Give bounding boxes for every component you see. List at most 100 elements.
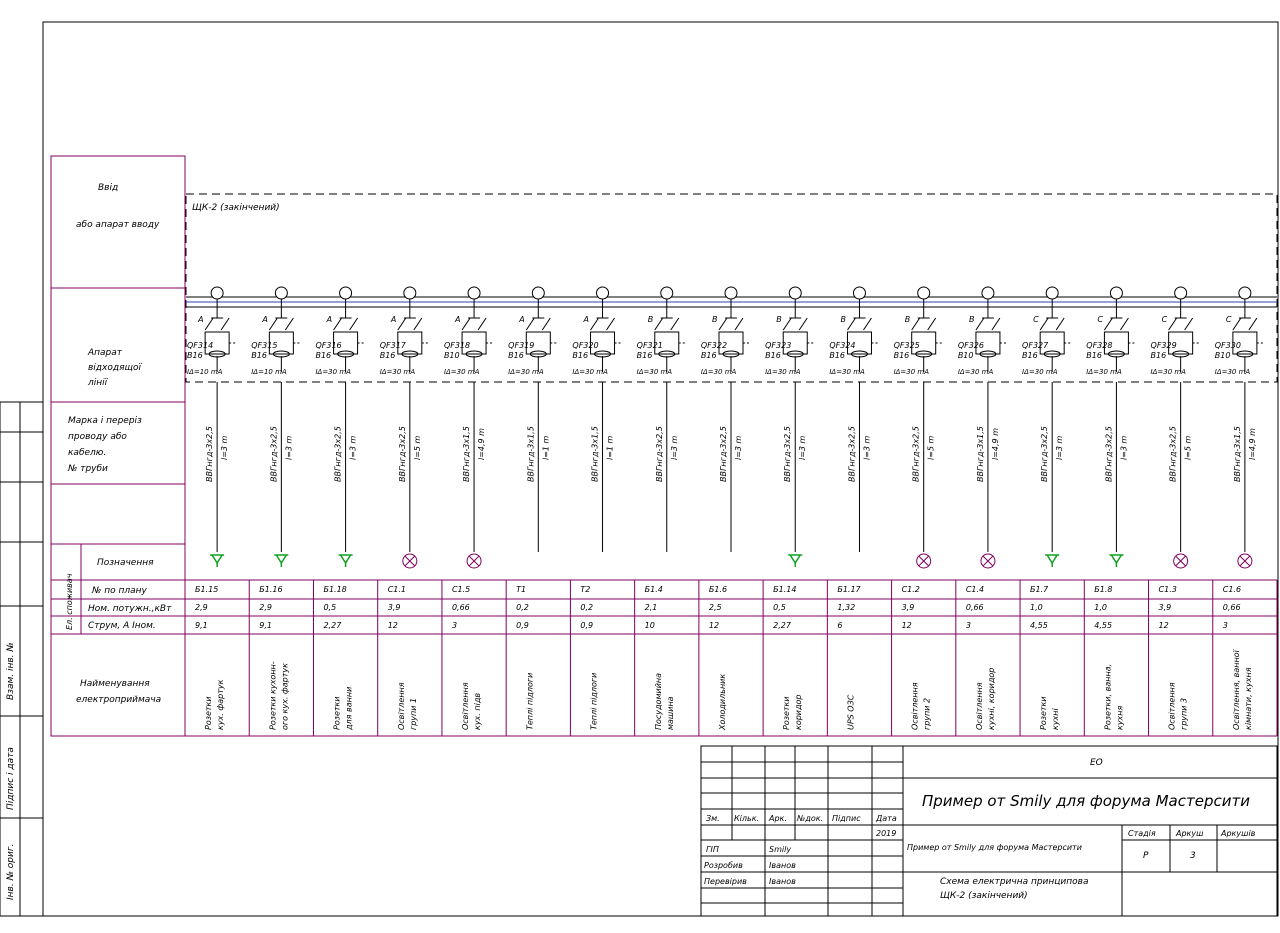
rated-current: 2,27 [323, 621, 342, 630]
lamp-icon-cross-b [1175, 555, 1187, 567]
rated-current: 2,27 [773, 621, 792, 630]
breaker-contact-l [333, 317, 343, 331]
rated-power: 3,9 [388, 603, 401, 612]
breaker-contact-r [863, 317, 872, 331]
breaker-contact-r [991, 317, 1001, 331]
breaker-contact-r [734, 317, 744, 331]
rated-current: 0,9 [580, 621, 593, 630]
breaker-contact-r [1248, 317, 1258, 331]
rated-power: 1,32 [837, 603, 855, 612]
rated-power: 3,9 [902, 603, 915, 612]
cable-mark: ВВГнгд-3х1,5 [462, 426, 471, 482]
breaker-contact-r [284, 317, 294, 331]
breaker-rating: B16 [637, 351, 653, 360]
consumer-name: Освітлення [1168, 682, 1177, 730]
breaker-rating: B10 [958, 351, 974, 360]
bus-terminal [339, 286, 353, 300]
group-table-grid [185, 579, 1278, 737]
lamp-icon [1173, 553, 1189, 569]
breaker-contact-l [1039, 317, 1049, 331]
breaker-id: QF325 [894, 341, 920, 350]
consumer-name: кухні, коридор [987, 668, 996, 730]
rated-power: 0,2 [516, 603, 529, 612]
breaker-contact-r [798, 317, 808, 331]
breaker-type: B [776, 315, 782, 324]
plan-number: Б1.18 [323, 585, 346, 594]
cable-mark: ВВГнгд-3х2,5 [655, 426, 664, 482]
cable-length: l=5 m [927, 435, 936, 460]
lamp-icon-cross-b [982, 555, 994, 567]
breaker-id: QF317 [380, 341, 407, 350]
breaker-type: C [1162, 315, 1168, 324]
stamp-dev-label: Розробив [704, 861, 743, 870]
rated-current: 9,1 [195, 621, 208, 630]
rated-current: 0,9 [516, 621, 529, 630]
bus-terminal [596, 286, 610, 300]
stamp-subtitle: Пример от Smily для форума Мастерсити [907, 843, 1082, 852]
bus-terminal [1109, 286, 1123, 300]
cable-length: l=5 m [413, 435, 422, 460]
panel-label: ЩК-2 (закінчений) [192, 203, 280, 213]
breaker-contact-l [461, 317, 471, 331]
cable-length: l=1 m [541, 435, 550, 460]
cable-mark: ВВГнгд-3х2,5 [719, 426, 728, 482]
rated-current: 4,55 [1030, 621, 1048, 630]
consumer-name: кух. фартук [216, 679, 225, 730]
header-name-2: електроприймача [76, 695, 161, 705]
stamp-gip-name: Smily [769, 845, 791, 854]
cable-length: l=4,9 m [1248, 428, 1257, 460]
stamp-chk-label: Перевірив [704, 877, 747, 886]
breaker-contact-l [911, 317, 921, 331]
header-current: Струм, А Іном. [88, 621, 156, 631]
consumer-name: Холодильник [718, 674, 727, 731]
breaker-rating: B16 [894, 351, 910, 360]
bus-terminal [724, 286, 738, 300]
breaker-contact-r [1055, 317, 1065, 331]
lamp-icon [916, 553, 932, 569]
socket-icon-body [789, 554, 801, 565]
breaker-id: QF315 [251, 341, 277, 350]
consumer-name: групи 2 [923, 698, 932, 730]
consumer-name: Розетки [333, 696, 342, 730]
rated-current: 12 [388, 621, 398, 630]
lamp-icon-cross-b [918, 555, 930, 567]
breaker-rating: B16 [251, 351, 267, 360]
stamp-col-date: Дата [875, 814, 897, 823]
header-input-1: Ввід [98, 183, 118, 193]
rcd-leakage: IΔ=30 mA [765, 368, 801, 376]
rated-power: 1,0 [1094, 603, 1107, 612]
consumer-name: Теплі підлоги [525, 673, 534, 730]
plan-number: С1.2 [902, 585, 920, 594]
rcd-leakage: IΔ=30 mA [572, 368, 608, 376]
consumer-name: Розетки, ванна, [1103, 664, 1112, 730]
stamp-code: ЕО [1090, 758, 1103, 768]
breaker-contact-r [413, 317, 423, 331]
header-cable-2: проводу або [68, 432, 127, 442]
breaker-id: QF319 [508, 341, 534, 350]
margin-label-sign: Підпис і дата [6, 747, 16, 810]
plan-number: С1.1 [388, 585, 406, 594]
consumer-name: групи 3 [1180, 698, 1189, 730]
breaker-type: A [390, 315, 396, 324]
rcd-leakage: IΔ=30 mA [1086, 368, 1122, 376]
header-designation: Позначення [97, 558, 154, 568]
breaker-rating: B16 [187, 351, 203, 360]
rated-current: 3 [966, 621, 971, 630]
rated-power: 2,5 [709, 603, 722, 612]
breaker-contact-l [397, 317, 407, 331]
header-power: Ном. потужн.,кВт [88, 604, 172, 614]
breaker-rating: B16 [1022, 351, 1038, 360]
header-cable-4: № труби [67, 464, 108, 474]
plan-number: Б1.15 [195, 585, 218, 594]
lamp-icon [980, 553, 996, 569]
stamp-sheet-label: Аркуш [1175, 829, 1204, 838]
header-device-1: Апарат [87, 348, 123, 358]
breaker-type: C [1226, 315, 1232, 324]
breaker-contact-r [477, 317, 487, 331]
header-cable-3: кабелю. [68, 448, 106, 458]
breaker-type: C [1097, 315, 1103, 324]
consumer-name: Розетки [782, 696, 791, 730]
plan-number: Б1.6 [709, 585, 727, 594]
breaker-contact-l [718, 317, 728, 331]
